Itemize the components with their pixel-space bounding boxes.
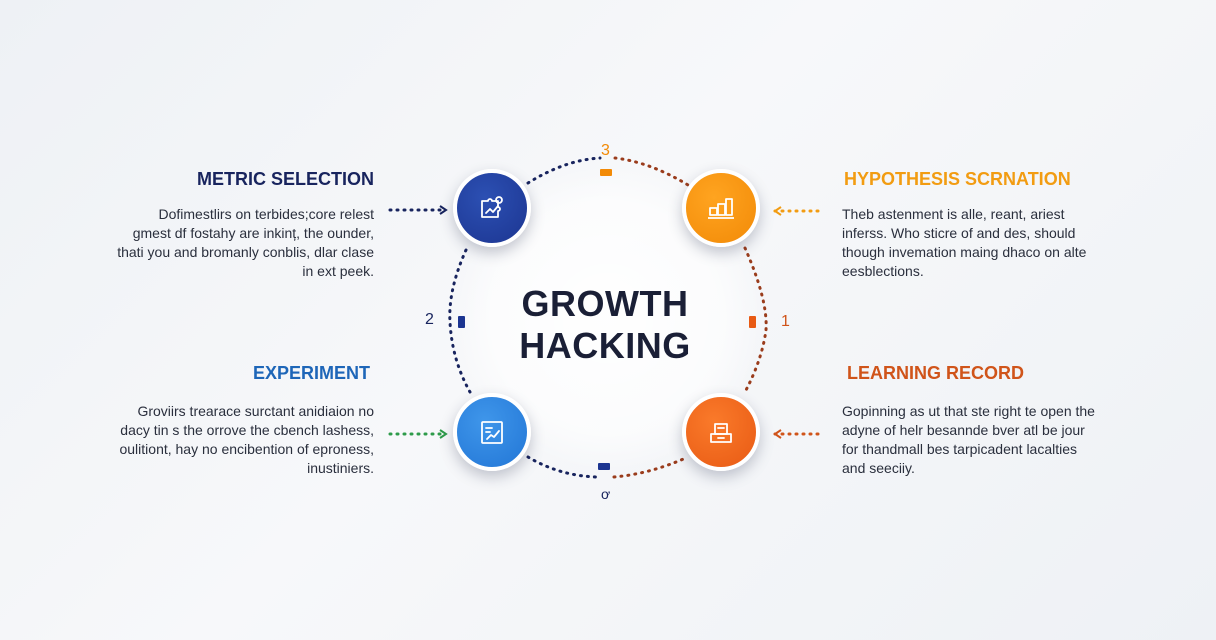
arc-bottom-right (612, 455, 690, 479)
step-marker-top: 3 (601, 142, 610, 159)
clipboard-chart-icon (481, 421, 503, 444)
arc-bottom-left (526, 455, 599, 479)
description-line: inustiniers. (307, 460, 374, 476)
description-line: oulitiont, hay no encibention of eprones… (119, 441, 374, 457)
connector-learn-arrow (773, 429, 782, 439)
connector-hypo-arrow (773, 206, 782, 216)
learning-record-description: Gopinning as ut that ste right te open t… (842, 402, 1095, 478)
hypothesis-node (682, 169, 760, 247)
experiment-description: Groviirs trearace surctant anidiaion no … (119, 402, 374, 478)
learning-record-node (682, 393, 760, 471)
diagram-title: GROWTH HACKING (480, 283, 730, 367)
description-line: gmest df fostahy are inkinț, the ounder, (132, 225, 374, 241)
stacked-boxes-icon (708, 198, 734, 219)
metric-selection-heading: METRIC SELECTION (196, 169, 374, 189)
experiment-node (453, 393, 531, 471)
metric-selection-description: Dofimestlirs on terbides;core relest gme… (117, 205, 374, 281)
step-marker-right: 1 (781, 313, 790, 330)
description-line: thati you and bromanly conblis, dlar cla… (117, 244, 374, 260)
archive-box-icon (710, 423, 732, 443)
description-line: inferss. Who sticre of and des, should (842, 225, 1076, 241)
description-line: Dofimestlirs on terbides;core relest (158, 206, 374, 222)
description-line: and seeciiy. (842, 460, 915, 476)
marker-tick-right (749, 316, 756, 328)
description-line: Gopinning as ut that ste right te open t… (842, 403, 1095, 419)
arc-right (743, 246, 768, 394)
metric-selection-node (453, 169, 531, 247)
step-marker-bottom: ơ (601, 486, 611, 502)
arc-left (448, 248, 472, 394)
experiment-heading: EXPERIMENT (252, 363, 370, 383)
title-line-2: HACKING (519, 325, 691, 366)
step-marker-left: 2 (425, 311, 434, 328)
connector-metric-arrow (439, 205, 448, 215)
arc-top-right (613, 156, 690, 187)
description-line: adyne of helr besannde bver atl be jour (842, 422, 1085, 438)
description-line: for thandmall bes tarpicadent lacalties (842, 441, 1078, 457)
learning-record-heading: LEARNING RECORD (847, 363, 1025, 383)
connector-exp-arrow (439, 429, 448, 439)
description-line: in ext peek. (302, 263, 374, 279)
description-line: Theb astenment is alle, reant, ariest (842, 206, 1065, 222)
title-line-1: GROWTH (521, 283, 689, 324)
hypothesis-description: Theb astenment is alle, reant, ariest in… (842, 205, 1086, 281)
hypothesis-heading: HYPOTHESIS SCRNATION (844, 169, 1071, 189)
description-line: dacy tin s the orrove the cbench lashess… (120, 422, 374, 438)
marker-tick-bottom (598, 463, 610, 470)
marker-tick-left (458, 316, 465, 328)
puzzle-chart-icon (481, 196, 503, 218)
description-line: Groviirs trearace surctant anidiaion no (137, 403, 374, 419)
arc-top-left (526, 156, 602, 185)
description-line: eesblections. (842, 263, 924, 279)
description-line: though invemation maing dhaco on alte (842, 244, 1087, 260)
marker-tick-top (600, 169, 612, 176)
